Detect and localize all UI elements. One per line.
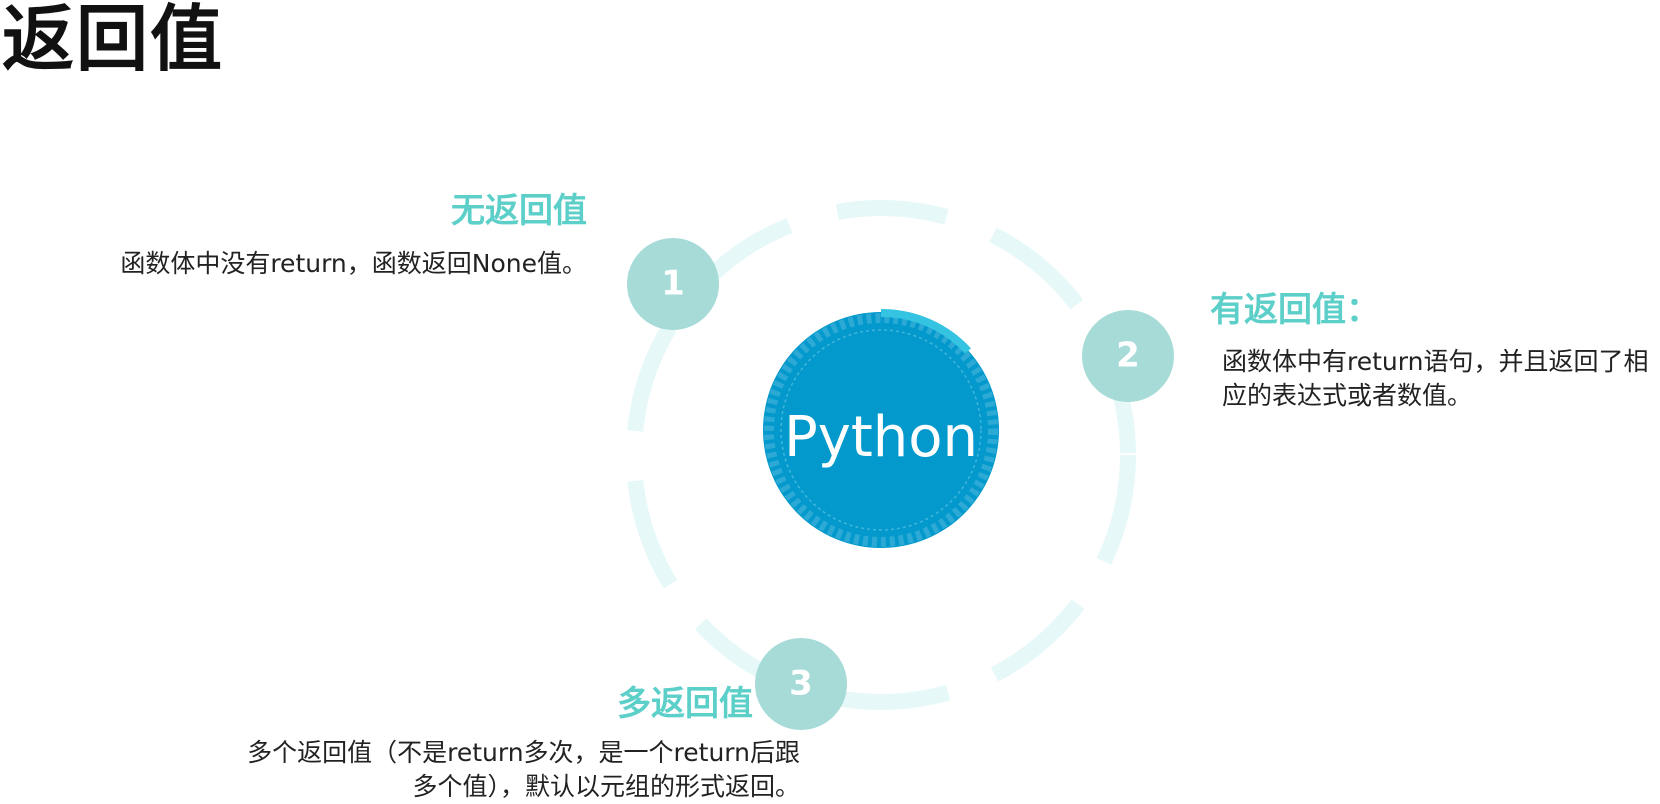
item-1-description: 函数体中没有return，函数返回None值。 [120,249,587,278]
step-badge-1: 1 [627,238,719,330]
step-number-1: 1 [661,264,685,304]
step-number-3: 3 [789,664,813,704]
center-node: Python [763,308,999,548]
center-progress-arc [880,308,971,354]
item-2-heading: 有返回值： [1210,290,1380,330]
step-badge-3: 3 [755,638,847,730]
step-badge-2: 2 [1082,310,1174,402]
outer-ring [626,200,1136,710]
item-2-description: 函数体中有return语句，并且返回了相应的表达式或者数值。 [1222,347,1649,410]
center-inner-ring [780,329,982,531]
center-label: Python [784,405,978,470]
item-3-description: 多个返回值（不是return多次，是一个return后跟多个值），默认以元组的形… [247,738,800,801]
page-title: 返回值 [2,0,225,81]
step-number-2: 2 [1116,336,1140,376]
item-3-heading: 多返回值 [617,684,753,724]
item-1-heading: 无返回值 [451,191,587,231]
center-tick-ring [764,313,998,547]
center-circle [763,312,999,548]
